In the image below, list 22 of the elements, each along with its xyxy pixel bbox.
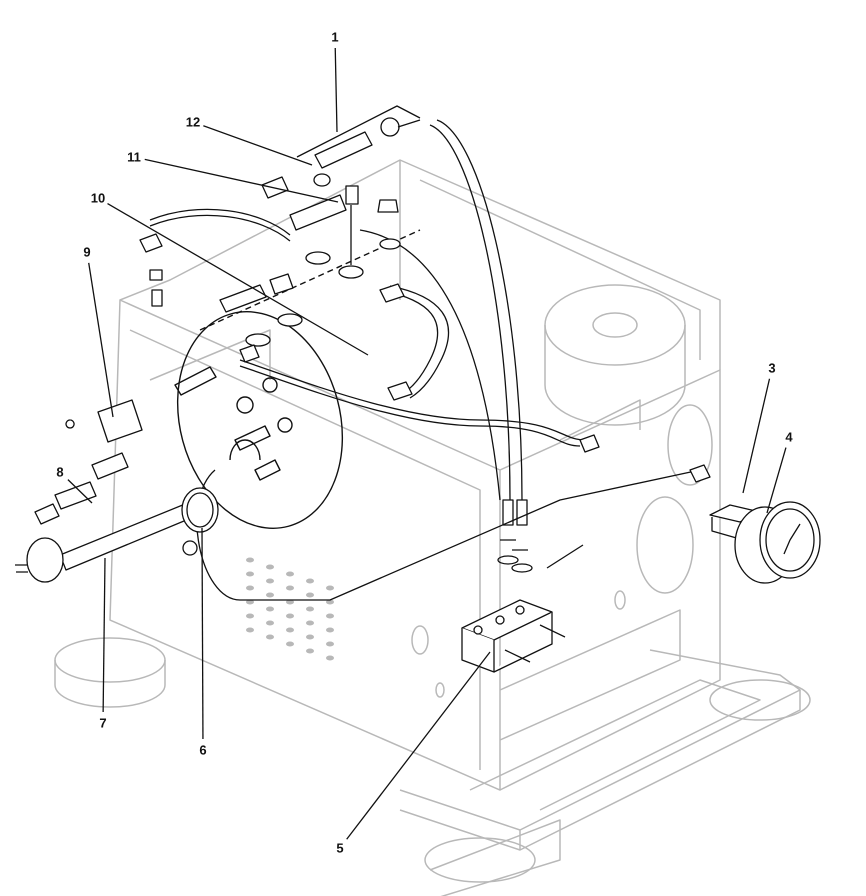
leader-line — [201, 528, 204, 739]
callout-number: 12 — [186, 116, 200, 128]
callout-number: 11 — [127, 150, 141, 164]
callout-number: 6 — [199, 744, 207, 756]
leader-line — [742, 378, 770, 494]
callout-number: 4 — [785, 430, 793, 444]
leader-line — [144, 158, 338, 203]
leader-line — [107, 202, 368, 356]
callout-number: 3 — [768, 362, 776, 374]
leader-line — [334, 48, 338, 132]
callout-number: 1 — [331, 30, 339, 44]
leader-line — [102, 558, 106, 712]
callout-number: 10 — [90, 192, 106, 204]
leader-line — [766, 447, 787, 514]
callout-number: 9 — [83, 246, 91, 258]
callout-number: 8 — [56, 466, 64, 478]
leader-line — [203, 125, 312, 166]
callout-number: 7 — [99, 716, 107, 730]
leader-line — [67, 479, 92, 504]
leader-line — [88, 262, 114, 418]
leader-line — [346, 652, 491, 840]
callout-number: 5 — [336, 842, 344, 854]
